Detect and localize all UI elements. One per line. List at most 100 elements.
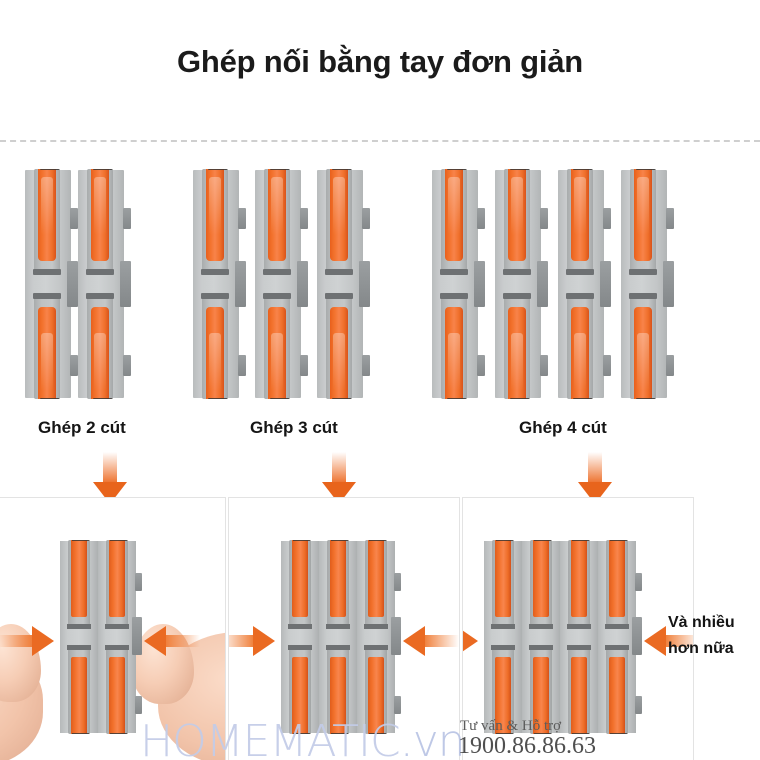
connector-unit[interactable] [98, 540, 142, 734]
orange-lever[interactable] [571, 169, 593, 261]
orange-lever[interactable] [368, 657, 387, 734]
connector-unit[interactable] [25, 169, 78, 399]
orange-lever[interactable] [330, 657, 349, 734]
slot-recess-top [364, 624, 388, 629]
connector-unit[interactable] [281, 540, 319, 734]
orange-lever[interactable] [634, 307, 656, 399]
connector-unit[interactable] [621, 169, 674, 399]
slot-recess-bottom [491, 645, 515, 650]
lever-slot-top [568, 540, 590, 628]
orange-lever[interactable] [445, 169, 467, 261]
orange-lever[interactable] [330, 307, 352, 399]
orange-lever[interactable] [109, 657, 128, 734]
orange-lever[interactable] [508, 307, 530, 399]
orange-lever[interactable] [609, 540, 628, 617]
orange-lever[interactable] [91, 307, 113, 399]
connector-unit[interactable] [255, 169, 308, 399]
lever-tip [332, 398, 352, 399]
slot-recess-bottom [567, 645, 591, 650]
orange-lever[interactable] [571, 657, 590, 734]
orange-lever[interactable] [533, 540, 552, 617]
lever-tip [534, 540, 552, 541]
orange-lever[interactable] [495, 540, 514, 617]
watermark-support-label: Tư vấn & Hỗ trợ [460, 718, 562, 734]
orange-lever[interactable] [206, 307, 228, 399]
latch-tab-icon [238, 355, 246, 376]
orange-lever[interactable] [609, 657, 628, 734]
connector-unit[interactable] [598, 540, 642, 734]
orange-lever[interactable] [268, 169, 290, 261]
connector-unit[interactable] [495, 169, 548, 399]
latch-tab-icon [359, 261, 370, 307]
orange-lever[interactable] [571, 540, 590, 617]
connector-unit[interactable] [484, 540, 522, 734]
orange-lever[interactable] [91, 169, 113, 261]
connector-unit[interactable] [558, 169, 611, 399]
orange-lever[interactable] [38, 169, 60, 261]
press-right-arrow-icon [463, 626, 478, 656]
orange-lever[interactable] [495, 657, 514, 734]
orange-lever[interactable] [292, 540, 311, 617]
lever-slot-bottom [606, 646, 628, 734]
orange-lever[interactable] [71, 657, 90, 734]
connector-unit[interactable] [319, 540, 357, 734]
lever-slot-bottom [34, 294, 60, 399]
connector-unit[interactable] [60, 540, 98, 734]
page-title: Ghép nối bằng tay đơn giản [176, 44, 584, 79]
slot-recess-bottom [503, 293, 531, 299]
connector-unit[interactable] [432, 169, 485, 399]
joined-assembly[interactable] [484, 540, 642, 734]
lever-slot-top [530, 540, 552, 628]
orange-lever[interactable] [634, 169, 656, 261]
orange-lever[interactable] [71, 540, 90, 617]
orange-lever[interactable] [368, 540, 387, 617]
latch-tab-icon [123, 208, 131, 229]
latch-tab-icon [666, 355, 674, 376]
lever-tip [208, 169, 228, 170]
lever-tip [636, 398, 656, 399]
orange-lever[interactable] [292, 657, 311, 734]
connector-unit[interactable] [560, 540, 598, 734]
lever-tip [496, 540, 514, 541]
lever-tip [72, 540, 90, 541]
watermark-brand: HOMEMATIC [140, 716, 401, 760]
lever-tip [573, 169, 593, 170]
note-line-2: hơn nữa [668, 640, 734, 657]
lever-tip [40, 398, 60, 399]
orange-lever[interactable] [445, 307, 467, 399]
lever-slot-top [202, 169, 228, 274]
connector-unit[interactable] [522, 540, 560, 734]
orange-lever[interactable] [533, 657, 552, 734]
slot-recess-top [201, 269, 229, 275]
orange-lever[interactable] [38, 307, 60, 399]
orange-lever[interactable] [109, 540, 128, 617]
lever-slot-top [289, 540, 311, 628]
connector-unit[interactable] [357, 540, 401, 734]
slot-recess-top [629, 269, 657, 275]
orange-lever[interactable] [330, 540, 349, 617]
slot-recess-bottom [105, 645, 129, 650]
joined-assembly[interactable] [60, 540, 142, 734]
orange-lever[interactable] [206, 169, 228, 261]
slot-recess-top [440, 269, 468, 275]
slot-recess-top [567, 624, 591, 629]
connector-unit[interactable] [193, 169, 246, 399]
slot-recess-top [67, 624, 91, 629]
lever-tip [270, 169, 290, 170]
orange-lever[interactable] [508, 169, 530, 261]
orange-lever[interactable] [268, 307, 290, 399]
latch-tab-icon [603, 208, 611, 229]
orange-lever[interactable] [571, 307, 593, 399]
panel-content [0, 498, 225, 760]
group-label-2: Ghép 3 cút [250, 418, 338, 437]
latch-tab-icon [666, 208, 674, 229]
slot-recess-bottom [263, 293, 291, 299]
orange-lever[interactable] [330, 169, 352, 261]
connector-unit[interactable] [78, 169, 131, 399]
lever-tip [369, 733, 387, 734]
connector-unit[interactable] [317, 169, 370, 399]
joined-assembly[interactable] [281, 540, 401, 734]
lever-slot-bottom [441, 294, 467, 399]
lever-slot-top [567, 169, 593, 274]
